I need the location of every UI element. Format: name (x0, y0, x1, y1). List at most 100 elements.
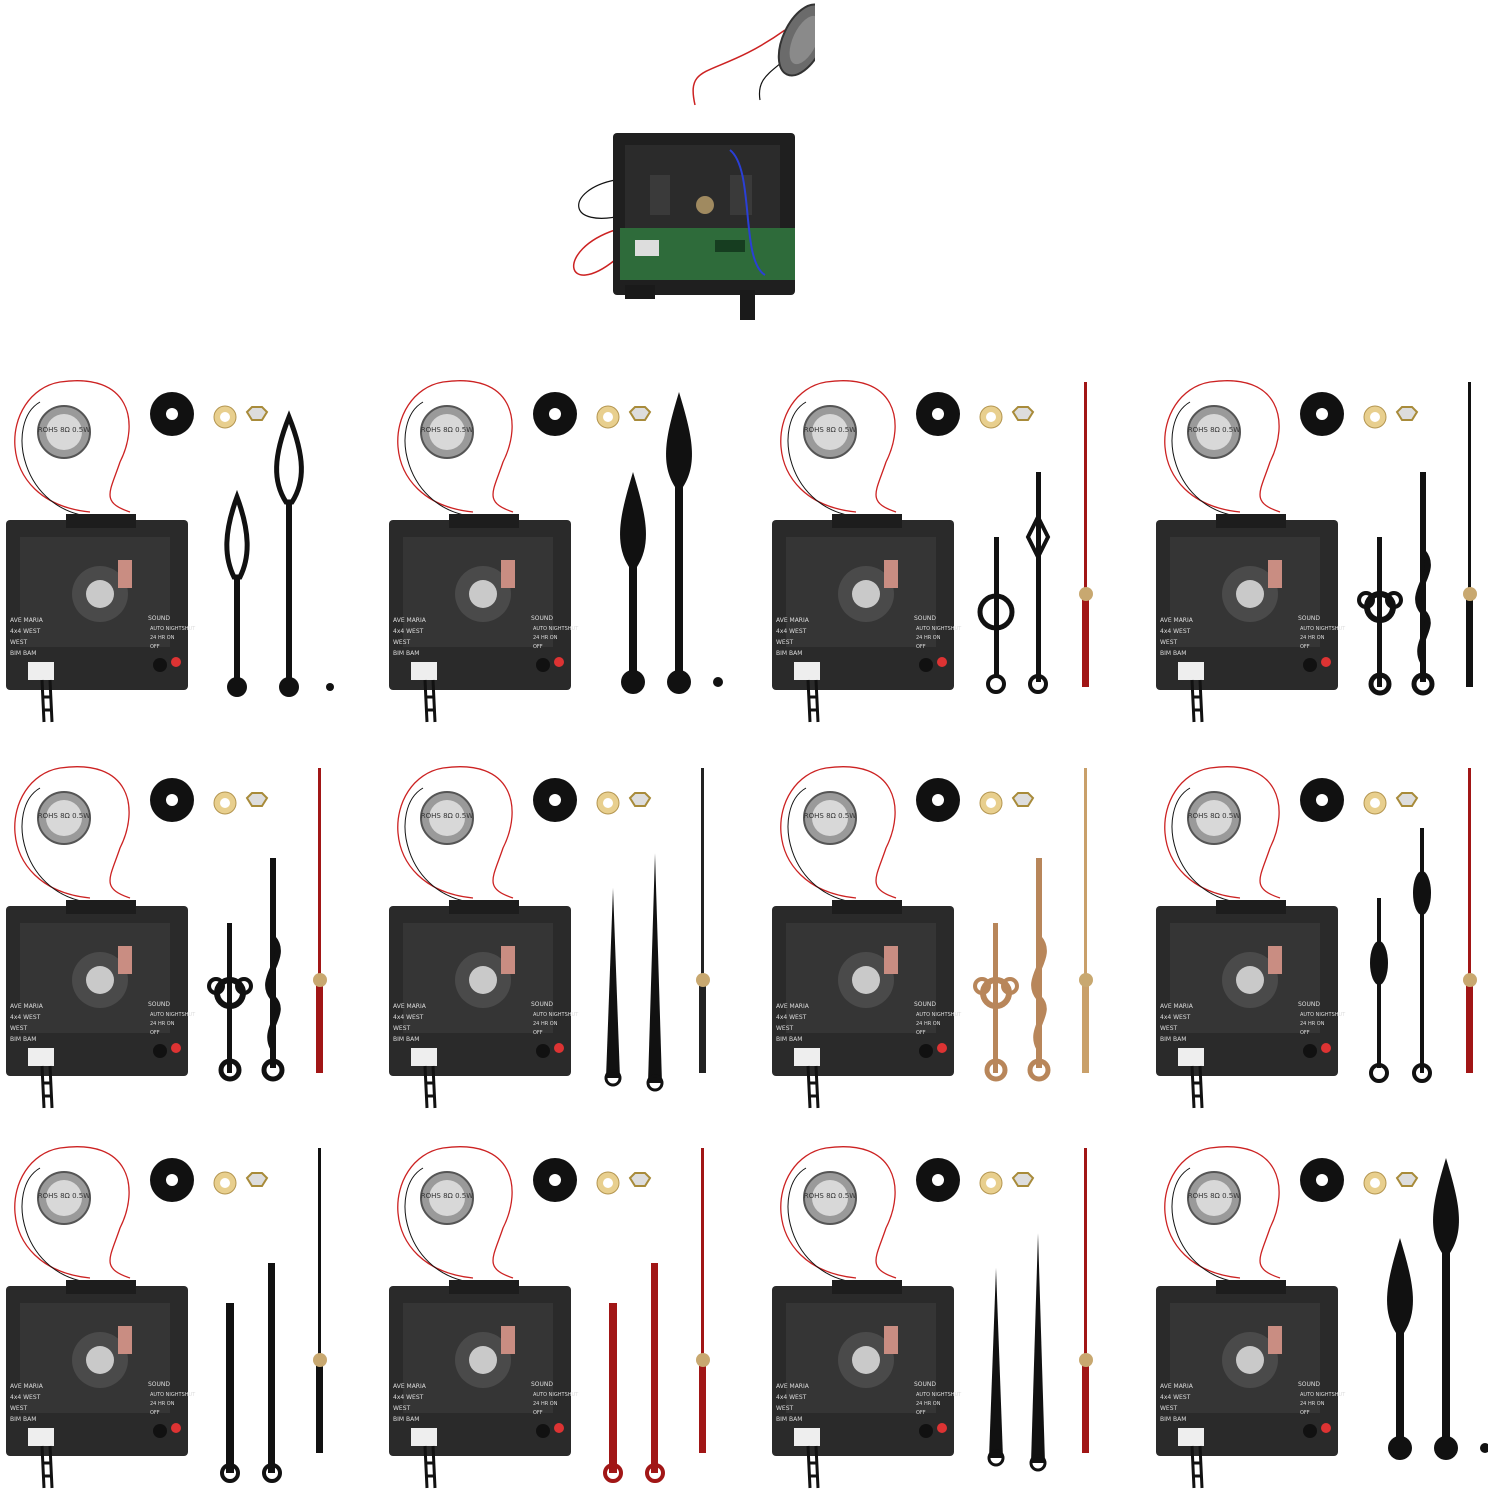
speaker: ROHS 8Ω 0.5W (37, 1171, 91, 1225)
chime-label: BIM BAM (1160, 1416, 1186, 1423)
sound-label: SOUND (148, 615, 170, 622)
chime-label: WEST (393, 1405, 411, 1412)
chime-label: WEST (776, 1025, 794, 1032)
chime-label: 4x4 WEST (776, 1014, 807, 1021)
mode-label: 24 HR ON (916, 1401, 941, 1407)
hardware-washers-nut (533, 1158, 652, 1202)
hex-nut-icon (1395, 406, 1419, 421)
hex-nut-icon (1395, 792, 1419, 807)
speaker-label: ROHS 8Ω 0.5W (421, 1192, 473, 1200)
mode-label: OFF (1300, 1410, 1310, 1416)
chime-label: 4x4 WEST (1160, 628, 1191, 635)
clock-hands-set (620, 392, 723, 694)
chime-label: 4x4 WEST (776, 1394, 807, 1401)
chime-label: WEST (10, 1405, 28, 1412)
second-hand (1480, 1443, 1488, 1453)
mode-label: 24 HR ON (533, 1021, 558, 1027)
chime-label: BIM BAM (776, 1036, 802, 1043)
clock-hands-set (207, 768, 327, 1082)
speaker-label: ROHS 8Ω 0.5W (1188, 812, 1240, 820)
minute-hand (646, 853, 664, 1092)
chime-label: 4x4 WEST (10, 628, 41, 635)
mode-label: AUTO NIGHTSHUT (150, 1012, 196, 1018)
second-hand (1079, 382, 1093, 687)
second-hand (696, 768, 710, 1073)
hardware-washers-nut (533, 778, 652, 822)
hero-movement-photo (555, 0, 829, 334)
chime-label: WEST (10, 639, 28, 646)
mode-label: AUTO NIGHTSHUT (150, 1392, 196, 1398)
mode-label: AUTO NIGHTSHUT (1300, 1012, 1346, 1018)
sound-label: SOUND (531, 1001, 553, 1008)
speaker-label: ROHS 8Ω 0.5W (804, 1192, 856, 1200)
sound-label: SOUND (914, 1381, 936, 1388)
chime-label: 4x4 WEST (393, 1014, 424, 1021)
hex-nut-icon (1395, 1172, 1419, 1187)
second-hand (696, 1148, 710, 1453)
chime-label: 4x4 WEST (393, 1394, 424, 1401)
chime-label: AVE MARIA (393, 617, 427, 624)
hex-nut-icon (628, 792, 652, 807)
chime-label: 4x4 WEST (10, 1014, 41, 1021)
speaker-label: ROHS 8Ω 0.5W (38, 812, 90, 820)
speaker-label: ROHS 8Ω 0.5W (804, 426, 856, 434)
mode-label: 24 HR ON (1300, 1401, 1325, 1407)
hour-hand (220, 1303, 240, 1483)
hour-hand (1357, 537, 1403, 696)
chime-label: WEST (393, 639, 411, 646)
speaker-label: ROHS 8Ω 0.5W (804, 812, 856, 820)
speaker-label: ROHS 8Ω 0.5W (38, 426, 90, 434)
speaker: ROHS 8Ω 0.5W (37, 405, 91, 459)
chime-label: BIM BAM (393, 1416, 419, 1423)
mode-label: OFF (916, 1030, 926, 1036)
chime-label: AVE MARIA (776, 617, 810, 624)
chime-label: WEST (393, 1025, 411, 1032)
hardware-washers-nut (1300, 1158, 1419, 1202)
speaker: ROHS 8Ω 0.5W (1187, 1171, 1241, 1225)
mode-label: 24 HR ON (1300, 1021, 1325, 1027)
hardware-washers-nut (916, 1158, 1035, 1202)
minute-hand (1027, 858, 1051, 1082)
speaker: ROHS 8Ω 0.5W (803, 1171, 857, 1225)
clock-hands-set (973, 768, 1093, 1082)
pendulum-movement-illustration (573, 3, 829, 320)
mode-label: AUTO NIGHTSHUT (916, 1012, 962, 1018)
speaker: ROHS 8Ω 0.5W (420, 791, 474, 845)
chime-label: BIM BAM (10, 1416, 36, 1423)
speaker-label: ROHS 8Ω 0.5W (421, 426, 473, 434)
clock-hands-set (224, 410, 334, 697)
hardware-washers-nut (1300, 778, 1419, 822)
second-hand (1079, 768, 1093, 1073)
minute-hand (645, 1263, 665, 1483)
mode-label: 24 HR ON (150, 635, 175, 641)
sound-label: SOUND (531, 1381, 553, 1388)
chime-label: AVE MARIA (10, 1003, 44, 1010)
clock-hands-set (220, 1148, 327, 1483)
hardware-washers-nut (1300, 392, 1419, 436)
mode-label: 24 HR ON (916, 635, 941, 641)
mode-label: AUTO NIGHTSHUT (916, 1392, 962, 1398)
hardware-washers-nut (916, 778, 1035, 822)
sound-label: SOUND (1298, 615, 1320, 622)
minute-hand (274, 410, 304, 697)
second-hand (713, 677, 723, 687)
hex-nut-icon (628, 1172, 652, 1187)
sound-label: SOUND (148, 1381, 170, 1388)
sound-label: SOUND (914, 615, 936, 622)
